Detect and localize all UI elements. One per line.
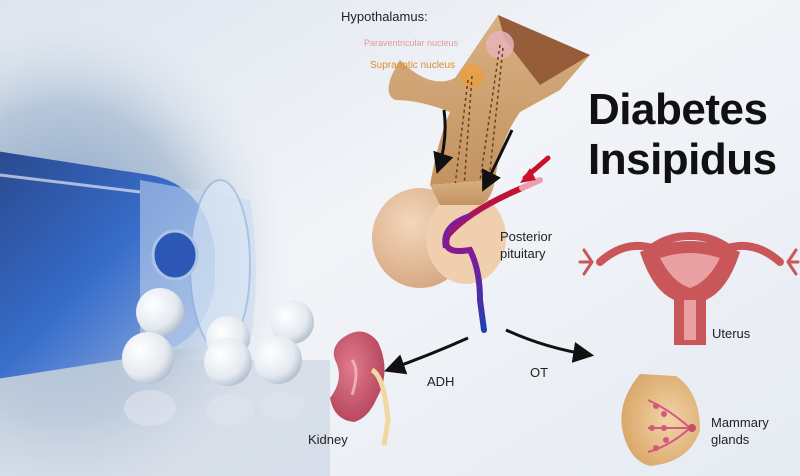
ot-arrow-icon: [505, 328, 595, 363]
arrow-left-down-icon: [433, 109, 454, 174]
pill: [254, 336, 302, 384]
posterior-pituitary-label: Posterior pituitary: [500, 228, 552, 262]
title-line-2: Insipidus: [588, 135, 777, 184]
ot-label: OT: [530, 365, 549, 380]
pill: [122, 332, 174, 384]
red-arrow-icon: [520, 155, 551, 183]
page-title: Diabetes Insipidus: [588, 88, 777, 182]
title-line-1: Diabetes: [588, 85, 768, 134]
posterior-pituitary-line-1: Posterior: [500, 229, 553, 244]
blood-vessel: [442, 177, 543, 333]
arrow-right-down-icon: [482, 129, 514, 192]
posterior-pituitary-line-2: pituitary: [500, 246, 546, 261]
uterus-label: Uterus: [712, 326, 751, 341]
pill: [204, 338, 252, 386]
adh-label: ADH: [427, 374, 455, 389]
pills: [122, 288, 314, 426]
adh-arrow-icon: [384, 336, 469, 375]
kidney-label: Kidney: [308, 432, 348, 447]
supraoptic-label: Supraoptic nucleus: [370, 60, 456, 71]
pituitary-gland: [372, 180, 506, 288]
medicine-bottle: [0, 151, 256, 379]
hypothalamus-label: Hypothalamus:: [341, 9, 428, 24]
kidney-illustration: [330, 331, 391, 446]
mammary-line-2: glands: [711, 432, 750, 447]
pill: [270, 300, 314, 344]
hypothalamus: [388, 15, 590, 219]
mammary-line-1: Mammary: [711, 415, 769, 430]
pill: [136, 288, 184, 336]
paraventricular-label: Paraventricular nucleus: [364, 38, 459, 48]
mammary-glands-label: Mammary glands: [711, 414, 769, 448]
uterus-illustration: [578, 231, 800, 345]
mammary-gland-illustration: [621, 374, 700, 466]
